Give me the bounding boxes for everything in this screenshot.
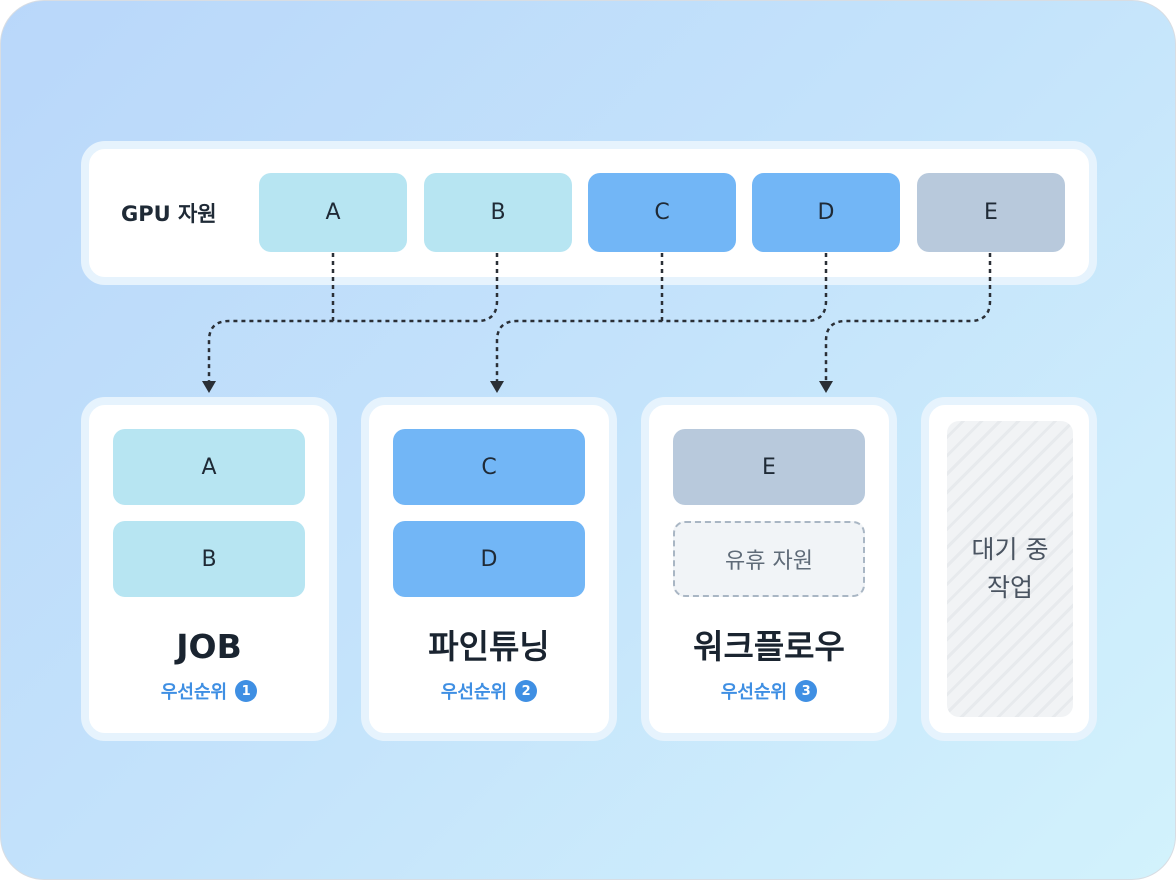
gpu-resource-e: E [917, 173, 1065, 252]
job-priority-label: 우선순위 [160, 682, 228, 703]
connector-e-to-workflow [824, 253, 992, 381]
connector-d-to-finetune [495, 253, 828, 381]
gpu-resource-c: C [588, 173, 736, 252]
finetune-priority: 우선순위 2 [369, 678, 609, 704]
finetune-priority-badge: 2 [515, 680, 538, 702]
gpu-resource-a: A [259, 173, 407, 252]
workflow-priority-label: 우선순위 [720, 682, 788, 703]
workflow-priority: 우선순위 3 [649, 678, 889, 704]
workflow-priority-badge: 3 [795, 680, 818, 702]
waiting-jobs-area: 대기 중 작업 [947, 421, 1073, 717]
arrowhead-job [202, 381, 216, 393]
finetune-title: 파인튜닝 [428, 627, 550, 666]
workflow-resource-e: E [673, 429, 865, 505]
arrowhead-finetune [490, 381, 504, 393]
gpu-resource-label: GPU 자원 [121, 202, 217, 226]
finetune-resource-d: D [393, 521, 585, 597]
job-resource-a: A [113, 429, 305, 505]
job-priority: 우선순위 1 [89, 678, 329, 704]
gpu-resource-d: D [752, 173, 900, 252]
gpu-resource-b: B [424, 173, 572, 252]
waiting-jobs-label: 대기 중 작업 [971, 535, 1049, 602]
job-resource-b: B [113, 521, 305, 597]
finetune-priority-label: 우선순위 [440, 682, 508, 703]
job-title: JOB [176, 627, 242, 666]
workflow-title: 워크플로우 [693, 627, 845, 666]
finetune-resource-c: C [393, 429, 585, 505]
job-priority-badge: 1 [235, 680, 258, 702]
connector-b-to-job [207, 253, 499, 381]
arrowhead-workflow [819, 381, 833, 393]
workflow-idle-resource: 유휴 자원 [673, 521, 865, 597]
